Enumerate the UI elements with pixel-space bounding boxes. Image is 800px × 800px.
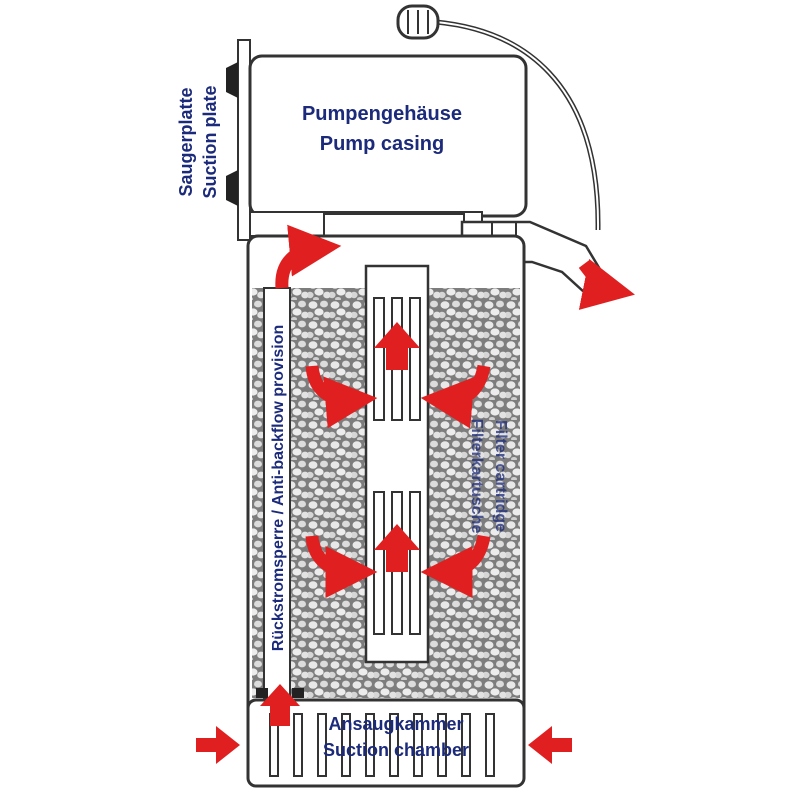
pump-casing-label-de: Pumpengehäuse (302, 103, 462, 125)
flow-arrows (196, 322, 572, 764)
arrow-outlet (578, 258, 635, 310)
pump-casing-label-en: Pump casing (320, 133, 444, 155)
suction-plate-label-en: Suction plate (200, 85, 220, 198)
arrow-media-right-bottom (420, 534, 491, 598)
arrow-top-left (275, 224, 342, 289)
chamber-slots (269, 713, 495, 777)
arrow-up-backflow (260, 684, 300, 726)
filter-cartridge-label-de: Filterkartusche (468, 419, 485, 534)
filter-cartridge-label-en: Filter cartridge (492, 420, 509, 532)
arrow-media-left-top (305, 365, 378, 429)
backflow-channel (263, 287, 291, 699)
arrow-intake-left (196, 726, 240, 764)
suction-cup-top (226, 62, 238, 98)
suction-cup-bottom (226, 170, 238, 206)
suction-plate-label-de: Saugerplatte (176, 87, 196, 196)
flow-curved-arrows (275, 224, 635, 598)
arrow-up-tube-bottom (374, 524, 420, 572)
backflow-label: Rückstromsperre / Anti-backflow provisio… (270, 325, 287, 652)
suction-plate (237, 39, 251, 241)
suction-chamber-label-de: Ansaugkammer (328, 714, 463, 734)
suction-chamber-label-en: Suction chamber (323, 740, 469, 760)
arrow-media-left-bottom (305, 535, 378, 598)
arrow-up-tube-top (374, 322, 420, 370)
arrow-media-right-top (420, 364, 491, 429)
arrow-intake-right (528, 726, 572, 764)
